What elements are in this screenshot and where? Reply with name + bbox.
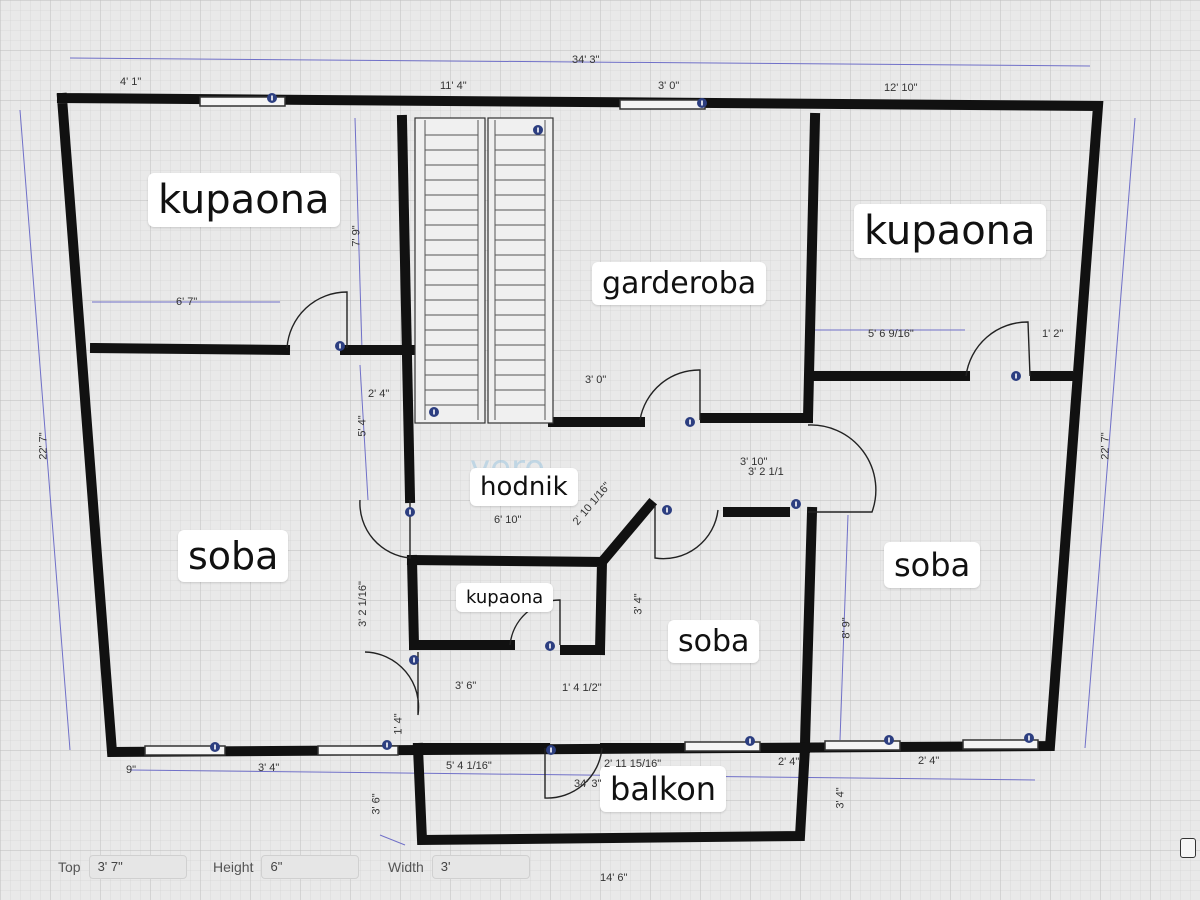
dim-left-total: 22' 7" <box>37 432 50 460</box>
dim-balkon-right: 3' 4" <box>834 787 847 809</box>
info-icon-glyph <box>339 343 341 349</box>
room-label-soba-right: soba <box>884 542 981 588</box>
dimension-lines <box>19 57 1136 846</box>
height-label: Height <box>213 859 254 875</box>
info-icon-glyph <box>689 419 691 425</box>
dim-below-a: 1' 4" <box>392 713 405 735</box>
info-icon-glyph <box>413 657 415 663</box>
dim-small-bath-w: 3' 6" <box>455 680 477 692</box>
width-input[interactable]: 3' <box>431 855 530 879</box>
dim-top-stair: 11' 4" <box>440 80 467 92</box>
top-field: Top 3' 7" <box>58 855 187 879</box>
dim-bath-left-width: 6' 7" <box>176 296 198 308</box>
room-label-soba-left: soba <box>178 530 289 582</box>
dim-bottom-3-4: 3' 4" <box>258 762 280 774</box>
dim-hall-f: 6' 10" <box>494 514 522 526</box>
info-icon-glyph <box>1028 735 1030 741</box>
dim-top-total: 34' 3" <box>572 54 600 66</box>
info-icon-glyph <box>1015 373 1017 379</box>
walls <box>56 92 1104 846</box>
dim-bottom-5-4: 5' 4 1/16" <box>446 760 492 772</box>
info-icon-glyph <box>409 509 411 515</box>
dim-bottom-2-4a: 2' 4" <box>778 756 800 768</box>
dim-bottom-2-4b: 2' 4" <box>918 755 940 767</box>
dim-small-bath-bottom: 1' 4 1/2" <box>562 682 602 694</box>
dim-top-door: 3' 0" <box>658 80 680 92</box>
dim-right-total: 22' 7" <box>1099 432 1112 460</box>
top-label: Top <box>58 859 81 875</box>
dim-bath-right-width: 5' 6 9/16" <box>868 328 914 340</box>
dim-hall-c: 3' 10" <box>740 456 768 468</box>
height-input[interactable]: 6" <box>261 855 360 879</box>
dim-small-bath-r: 3' 4" <box>632 593 645 615</box>
info-markers <box>210 93 1034 755</box>
height-field: Height 6" <box>213 855 360 879</box>
dim-hall-d: 3' 2 1/1 <box>748 466 784 478</box>
width-label: Width <box>388 859 424 875</box>
info-icon-glyph <box>701 100 703 106</box>
info-icon-glyph <box>537 127 539 133</box>
dim-top-left-window: 4' 1" <box>120 76 142 88</box>
info-icon-glyph <box>550 747 552 753</box>
windows <box>144 96 1039 756</box>
info-icon-glyph <box>433 409 435 415</box>
room-label-kupaona-top-left: kupaona <box>148 173 340 227</box>
door-swings <box>286 291 1031 799</box>
dim-balkon-width: 14' 6" <box>600 872 628 884</box>
info-icon-glyph <box>549 643 551 649</box>
info-icon-glyph <box>888 737 890 743</box>
dim-small-bath-h: 3' 2 1/16" <box>356 581 369 627</box>
room-label-kupaona-small: kupaona <box>456 583 554 612</box>
info-icon-glyph <box>386 742 388 748</box>
room-label-garderoba: garderoba <box>592 262 767 305</box>
info-icon-glyph <box>271 95 273 101</box>
panel-toggle[interactable] <box>1180 838 1196 858</box>
width-field: Width 3' <box>388 855 530 879</box>
dim-balkon-door: 34' 3" <box>574 778 602 790</box>
dim-bottom-2-11: 2' 11 15/16" <box>604 758 662 770</box>
room-label-hodnik: hodnik <box>470 468 578 506</box>
dim-balkon-left: 3' 6" <box>370 793 383 815</box>
room-label-balkon: balkon <box>600 766 727 812</box>
dim-bath-left-height: 7' 9" <box>350 225 363 247</box>
dim-garderoba-door: 3' 0" <box>585 374 607 386</box>
dim-top-right: 12' 10" <box>884 82 918 94</box>
info-icon-glyph <box>795 501 797 507</box>
dim-hall-a: 2' 4" <box>368 388 390 400</box>
info-icon-glyph <box>214 744 216 750</box>
room-label-soba-center: soba <box>668 620 760 663</box>
room-label-kupaona-top-right: kupaona <box>854 204 1046 258</box>
info-icon-glyph <box>749 738 751 744</box>
dim-bath-right-door: 1' 2" <box>1042 328 1064 340</box>
top-input[interactable]: 3' 7" <box>88 855 187 879</box>
dim-bottom-9: 9" <box>126 764 137 776</box>
dim-hall-b: 5' 4" <box>356 415 369 437</box>
dim-soba-right-h: 8' 9" <box>840 617 853 639</box>
info-icon-glyph <box>666 507 668 513</box>
